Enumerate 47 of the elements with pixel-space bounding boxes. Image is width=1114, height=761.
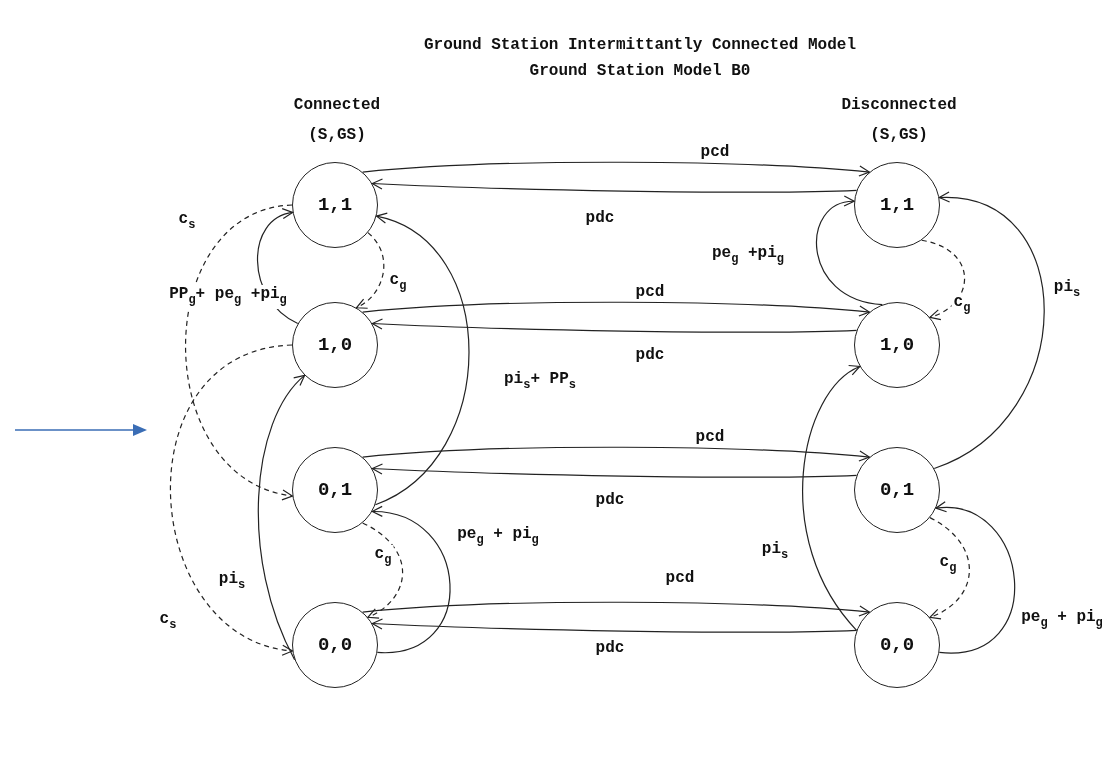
arrow [371, 178, 858, 193]
arrow [362, 301, 870, 317]
arrow [371, 463, 858, 478]
edge-label: pdc [633, 346, 667, 364]
arrow [802, 365, 861, 631]
arrow [929, 517, 970, 619]
state-label: 1,0 [317, 334, 353, 356]
state-label: 0,1 [879, 479, 915, 501]
subtitle: Ground Station Model B0 [529, 62, 751, 80]
edge-label: pcd [693, 428, 727, 446]
edge-label: pdc [593, 491, 627, 509]
state-label: 0,1 [317, 479, 353, 501]
arrow [362, 601, 870, 617]
arrow [371, 507, 451, 654]
arrow [933, 192, 1045, 470]
edge-label: pcd [633, 283, 667, 301]
edge-label: pcd [698, 143, 732, 161]
arrow [362, 522, 404, 618]
title: Ground Station Intermittantly Connected Model [423, 36, 857, 54]
edge-label: PP$_{g}$+ pe$_{g}$ +pi$_{g}$ [167, 285, 289, 309]
state-label: 1,1 [879, 194, 915, 216]
arrow [371, 618, 858, 633]
state-label: 1,0 [879, 334, 915, 356]
state-label: 0,0 [879, 634, 915, 656]
arrow [921, 239, 966, 320]
edge-label: pdc [593, 639, 627, 657]
edge-label: c$_{g}$ [951, 293, 973, 317]
arrow [371, 318, 858, 333]
column-header: Connected (S,GS) [292, 95, 382, 146]
edge-label: pe$_{g}$ + pi$_{g}$ [1019, 608, 1105, 632]
edge-label: c$_{g}$ [372, 545, 394, 569]
arrow [257, 374, 306, 661]
edge-label: pe$_{g}$ +pi$_{g}$ [710, 244, 786, 268]
arrow [355, 232, 385, 309]
arrow [184, 204, 294, 499]
edge-label: pcd [663, 569, 697, 587]
edge-label: pdc [583, 209, 617, 227]
arrow [935, 502, 1015, 654]
column-header: Disconnected (S,GS) [840, 95, 958, 146]
arrow [362, 161, 870, 177]
arrow [169, 344, 294, 655]
arrow [816, 197, 883, 306]
edge-label: pe$_{g}$ + pi$_{g}$ [455, 525, 541, 549]
state-label: 0,0 [317, 634, 353, 656]
state-label: 1,1 [317, 194, 353, 216]
arrow [362, 446, 870, 462]
arrow [374, 214, 470, 506]
